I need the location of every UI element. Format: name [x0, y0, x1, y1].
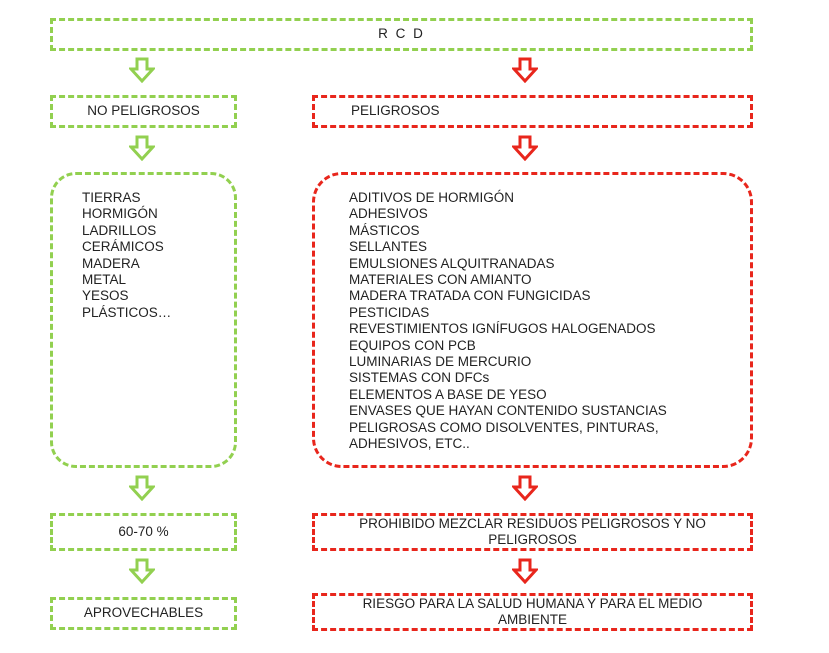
rcd-box: R C D [50, 18, 753, 51]
risk-box: RIESGO PARA LA SALUD HUMANA Y PARA EL ME… [312, 593, 753, 631]
aprovechables-box: APROVECHABLES [50, 597, 237, 630]
warning-label: PROHIBIDO MEZCLAR RESIDUOS PELIGROSOS Y … [359, 515, 706, 547]
list-item: MADERA [82, 255, 140, 271]
list-item: LADRILLOS [82, 222, 157, 238]
no-peligrosos-title: NO PELIGROSOS [87, 103, 200, 119]
list-item: HORMIGÓN [82, 206, 158, 222]
list-item: SELLANTES [349, 239, 428, 255]
peligrosos-title: PELIGROSOS [351, 103, 440, 119]
list-item: ADHESIVOS [349, 206, 428, 222]
list-item: PELIGROSAS COMO DISOLVENTES, PINTURAS, [349, 419, 659, 435]
list-item: EQUIPOS CON PCB [349, 337, 476, 353]
list-item: MADERA TRATADA CON FUNGICIDAS [349, 288, 591, 304]
list-item: TIERRAS [82, 190, 141, 205]
list-item: PESTICIDAS [349, 304, 430, 320]
arrow-down-icon [129, 475, 155, 501]
aprovechables-label: APROVECHABLES [83, 605, 204, 621]
list-item: PLÁSTICOS… [82, 304, 172, 320]
list-item: ADITIVOS DE HORMIGÓN [349, 190, 515, 205]
list-item: METAL [82, 272, 127, 288]
list-item: ENVASES QUE HAYAN CONTENIDO SUSTANCIAS [349, 403, 667, 419]
arrow-down-icon [129, 135, 155, 161]
list-item: ADHESIVOS, ETC.. [349, 436, 470, 452]
arrow-down-icon [512, 135, 538, 161]
percent-box: 60-70 % [50, 513, 237, 551]
rcd-label: R C D [378, 26, 425, 42]
list-item: MÁSTICOS [349, 222, 420, 238]
arrow-down-icon [129, 57, 155, 83]
list-item: REVESTIMIENTOS IGNÍFUGOS HALOGENADOS [349, 321, 656, 337]
warning-box: PROHIBIDO MEZCLAR RESIDUOS PELIGROSOS Y … [312, 513, 753, 551]
arrow-down-icon [129, 558, 155, 584]
risk-label: RIESGO PARA LA SALUD HUMANA Y PARA EL ME… [362, 595, 703, 627]
peligrosos-box: PELIGROSOS [312, 95, 753, 128]
list-item: YESOS [82, 288, 129, 304]
list-item: MATERIALES CON AMIANTO [349, 272, 532, 288]
list-item: ELEMENTOS A BASE DE YESO [349, 386, 547, 402]
list-item: LUMINARIAS DE MERCURIO [349, 354, 532, 370]
arrow-down-icon [512, 475, 538, 501]
list-item: CERÁMICOS [82, 239, 164, 255]
percent-label: 60-70 % [118, 523, 169, 539]
arrow-down-icon [512, 558, 538, 584]
list-item: EMULSIONES ALQUITRANADAS [349, 255, 555, 271]
no-peligrosos-box: NO PELIGROSOS [50, 95, 237, 128]
arrow-down-icon [512, 57, 538, 83]
list-item: SISTEMAS CON DFCs [349, 370, 490, 386]
